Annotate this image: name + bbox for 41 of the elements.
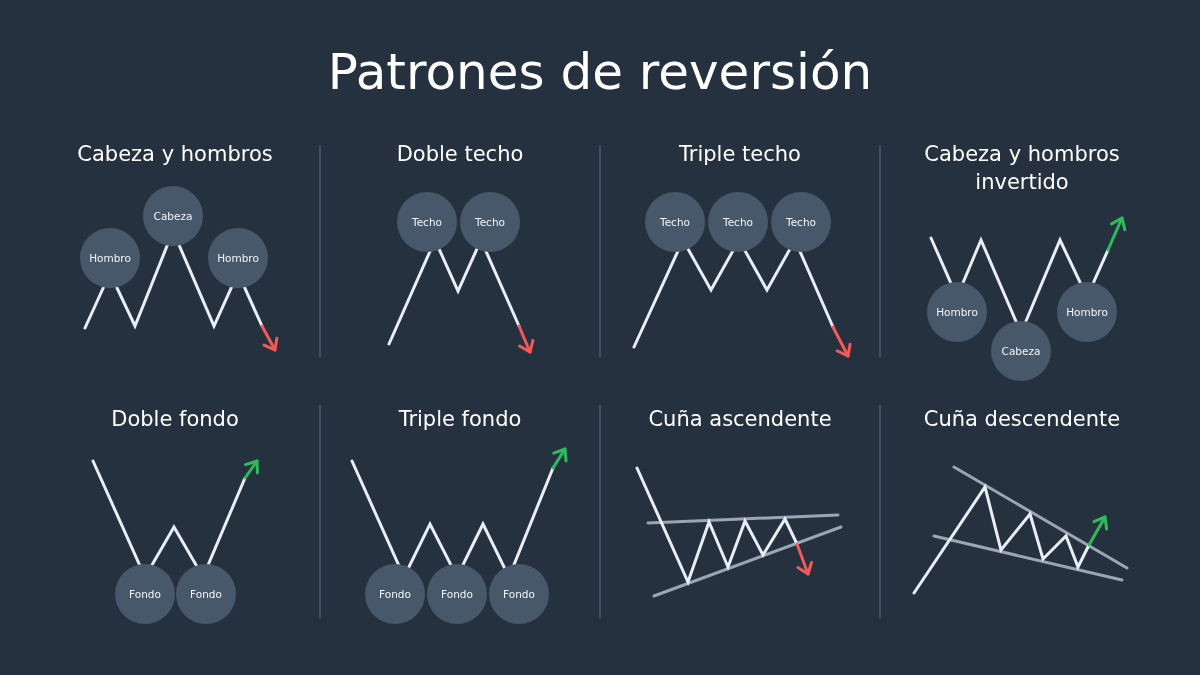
- point-circle: [645, 192, 705, 252]
- title: Patrones de reversión: [326, 42, 874, 103]
- point-label: Techo: [475, 216, 505, 228]
- point-circle: [208, 228, 268, 288]
- point-label: Cabeza: [1001, 345, 1041, 357]
- point-label: Cabeza: [153, 210, 193, 222]
- point-circle: [365, 564, 425, 624]
- point-circle: [115, 564, 175, 624]
- point-label: Hombro: [936, 306, 978, 318]
- point-circle: [80, 228, 140, 288]
- point-label: Techo: [412, 216, 442, 228]
- point-circle: [991, 321, 1051, 381]
- point-circle: [460, 192, 520, 252]
- point-circle: [927, 282, 987, 342]
- pattern-title: Doble fondo: [110, 406, 240, 433]
- pattern-title: Doble techo: [395, 141, 525, 168]
- point-circle: [708, 192, 768, 252]
- point-label: Hombro: [217, 252, 259, 264]
- pattern-title: Cuña descendente: [922, 406, 1122, 433]
- point-label: Fondo: [441, 588, 473, 600]
- point-circle: [771, 192, 831, 252]
- point-label: Fondo: [503, 588, 535, 600]
- point-label: Techo: [660, 216, 690, 228]
- point-label: Fondo: [190, 588, 222, 600]
- pattern-title: Cuña ascendente: [647, 406, 833, 433]
- point-circle: [1057, 282, 1117, 342]
- point-label: Fondo: [379, 588, 411, 600]
- point-label: Techo: [723, 216, 753, 228]
- point-circle: [397, 192, 457, 252]
- point-label: Fondo: [129, 588, 161, 600]
- point-circle: [176, 564, 236, 624]
- pattern-title: Triple fondo: [397, 406, 523, 433]
- point-label: Hombro: [89, 252, 131, 264]
- point-label: Techo: [786, 216, 816, 228]
- point-circle: [489, 564, 549, 624]
- point-circle: [143, 186, 203, 246]
- pattern-title: Triple techo: [678, 141, 802, 168]
- pattern-title: Cabeza y hombros: [76, 141, 274, 168]
- point-circle: [427, 564, 487, 624]
- point-label: Hombro: [1066, 306, 1108, 318]
- pattern-title: Cabeza y hombros invertido: [923, 141, 1121, 196]
